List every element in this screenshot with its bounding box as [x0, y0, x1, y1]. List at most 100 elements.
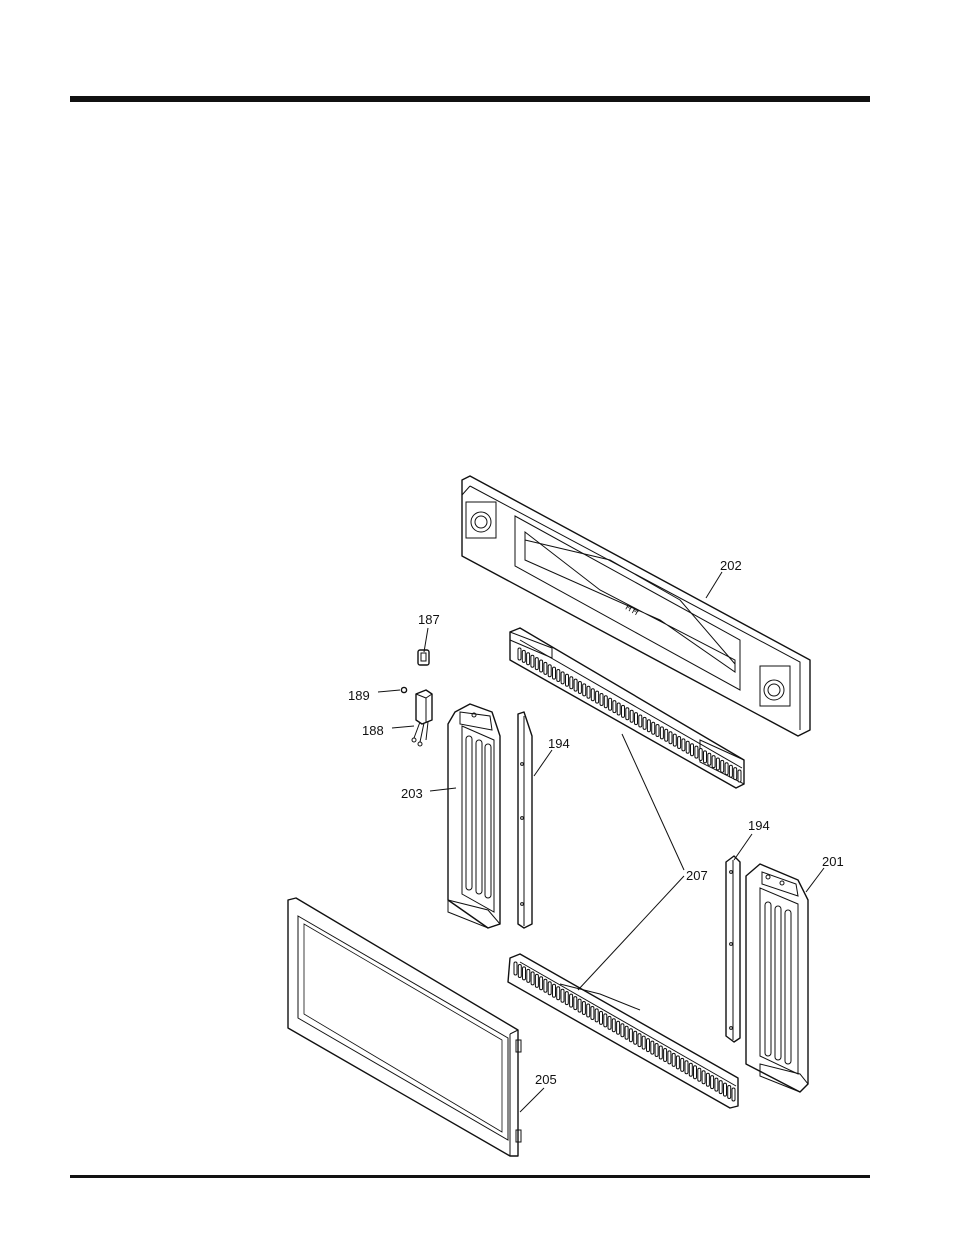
grille-slot — [535, 658, 538, 670]
leader-194b — [734, 834, 752, 860]
part-205-door-frame — [288, 898, 521, 1156]
grille-slot — [664, 1049, 667, 1062]
grille-slot — [724, 1083, 727, 1096]
grille-slot — [629, 1029, 632, 1042]
callout-187: 187 — [418, 612, 440, 627]
grille-slot — [622, 705, 625, 717]
grille-slot — [651, 1041, 654, 1054]
grille-slot — [617, 703, 620, 715]
leader-189 — [378, 690, 400, 692]
grille-slot — [557, 987, 560, 1000]
leader-187 — [424, 628, 428, 652]
grille-slot — [685, 1061, 688, 1074]
grille-slot — [522, 650, 525, 662]
grille-slot — [665, 729, 668, 741]
grille-slot — [591, 689, 594, 701]
grille-slot — [518, 648, 521, 660]
part-201-right-panel — [746, 864, 808, 1092]
grille-slot — [647, 1039, 650, 1052]
grille-slot — [523, 967, 526, 980]
callout-189: 189 — [348, 688, 370, 703]
grille-slot — [540, 660, 543, 672]
grille-slot — [634, 1031, 637, 1044]
grille-slot — [566, 674, 569, 686]
grille-slot — [708, 753, 711, 765]
grille-slot — [544, 662, 547, 674]
grille-slot — [719, 1081, 722, 1094]
part-194-right-strip — [726, 856, 740, 1042]
leader-205 — [520, 1088, 544, 1112]
grille-slot — [553, 667, 556, 679]
grille-slot — [621, 1024, 624, 1037]
grille-slot — [635, 713, 638, 725]
leader-207-upper — [622, 734, 684, 870]
grille-slot — [561, 989, 564, 1002]
callout-207: 207 — [686, 868, 708, 883]
grille-slot — [630, 710, 633, 722]
grille-slot — [596, 691, 599, 703]
grille-slot — [678, 737, 681, 749]
grille-slot — [613, 701, 616, 713]
callout-194-right: 194 — [748, 818, 770, 833]
grille-slot — [625, 1026, 628, 1039]
grille-slot — [673, 734, 676, 746]
leader-188 — [392, 726, 414, 728]
grille-slot — [574, 997, 577, 1010]
grille-slot — [561, 672, 564, 684]
grille-slot — [617, 1021, 620, 1034]
grille-slot — [721, 760, 724, 772]
grille-slot — [591, 1007, 594, 1020]
part-189-ring — [401, 687, 406, 692]
grille-slot — [609, 698, 612, 710]
grille-slot — [557, 670, 560, 682]
grille-slot — [704, 751, 707, 763]
leader-194a — [534, 750, 552, 776]
grille-slot — [518, 965, 521, 978]
grille-slot — [582, 1002, 585, 1015]
grille-slot — [729, 765, 732, 777]
grille-slot — [695, 746, 698, 758]
grille-slot — [702, 1071, 705, 1084]
part-203-left-panel — [448, 704, 500, 928]
grille-slot — [699, 749, 702, 761]
grille-slot — [660, 727, 663, 739]
grille-slot — [626, 708, 629, 720]
leader-207-lower — [578, 876, 684, 990]
grille-slot — [642, 1036, 645, 1049]
grille-slot — [655, 1044, 658, 1057]
callout-188: 188 — [362, 723, 384, 738]
grille-slot — [531, 972, 534, 985]
grille-slot — [540, 977, 543, 990]
part-194-left-strip — [518, 712, 532, 928]
grille-slot — [691, 744, 694, 756]
grille-slot — [600, 694, 603, 706]
grille-slot — [604, 696, 607, 708]
grille-slot — [604, 1014, 607, 1027]
callout-194-left: 194 — [548, 736, 570, 751]
grille-slot — [570, 677, 573, 689]
grille-slot — [711, 1076, 714, 1089]
grille-slot — [656, 725, 659, 737]
grille-slot — [638, 1034, 641, 1047]
grille-slot — [612, 1019, 615, 1032]
grille-slot — [578, 682, 581, 694]
grille-slot — [682, 739, 685, 751]
grille-slot — [676, 1056, 679, 1069]
part-188-box — [412, 690, 432, 746]
grille-slot — [544, 979, 547, 992]
grille-slot — [734, 768, 737, 780]
grille-slot — [738, 770, 741, 782]
grille-slot — [548, 982, 551, 995]
grille-slot — [716, 758, 719, 770]
grille-slot — [686, 741, 689, 753]
grille-slot — [712, 756, 715, 768]
grille-slot — [668, 1051, 671, 1064]
grille-slot — [725, 763, 728, 775]
grille-slot — [659, 1046, 662, 1059]
leader-202 — [706, 572, 722, 598]
grille-slot — [587, 686, 590, 698]
grille-slot — [595, 1009, 598, 1022]
callout-201: 201 — [822, 854, 844, 869]
grille-slot — [553, 984, 556, 997]
